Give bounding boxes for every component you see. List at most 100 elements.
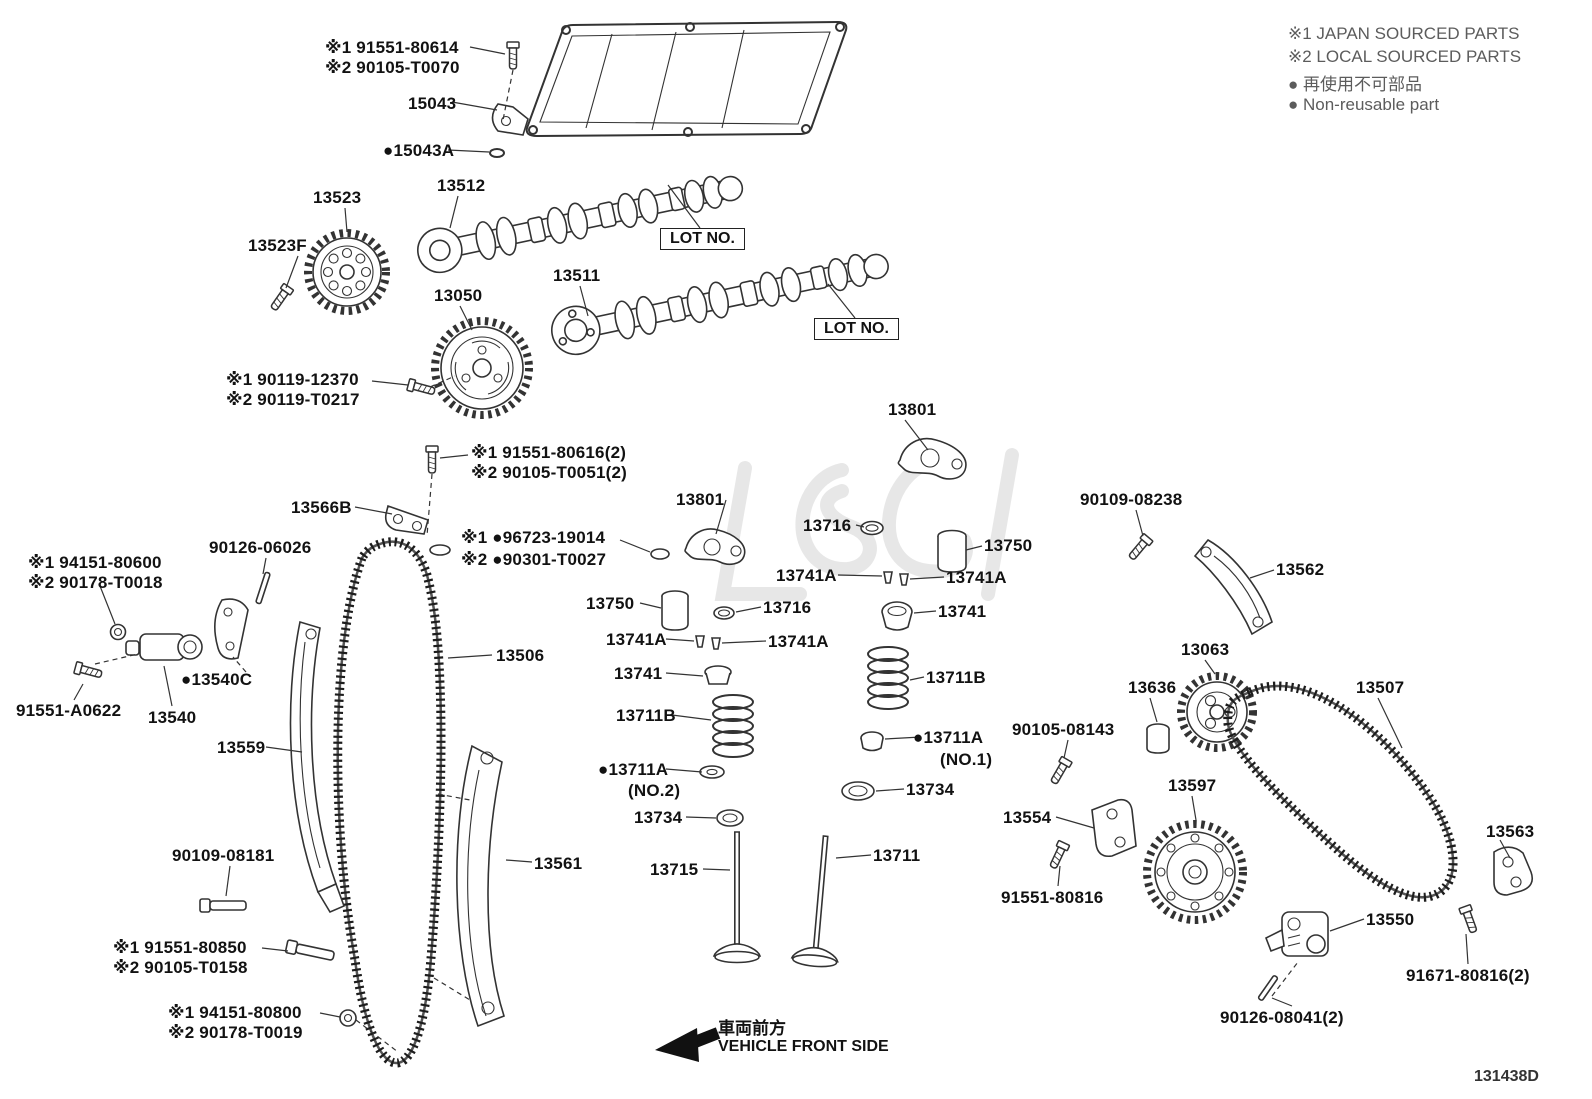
stud-90126-08041 — [1257, 975, 1279, 1001]
part-label: (NO.1) — [940, 750, 993, 769]
part-label: 90109-08181 — [172, 846, 275, 865]
leader-lines — [73, 46, 1511, 1018]
stem-seal-right-13734 — [841, 781, 875, 801]
part-label: 13750 — [586, 594, 635, 613]
collar-13636 — [1146, 723, 1170, 754]
timing-chain-13506 — [333, 537, 446, 1068]
valve-lifter-left-13750 — [661, 590, 689, 631]
lot-no-box-1: LOT NO. — [660, 228, 745, 250]
part-label: 13741 — [614, 664, 663, 683]
part-label: 13801 — [888, 400, 937, 419]
lot-no-box-2: LOT NO. — [814, 318, 899, 340]
part-label: ※1 90119-12370 — [226, 370, 359, 389]
chain-guide-13561 — [456, 744, 505, 1028]
shim-right-13716 — [860, 520, 884, 536]
part-label: ●13540C — [181, 670, 253, 689]
gasket-end-bracket — [491, 103, 529, 136]
shim-left-13716 — [713, 606, 735, 620]
part-label: 13711B — [926, 668, 986, 687]
seal-washer-15043A — [489, 148, 505, 158]
part-label: 90105-08143 — [1012, 720, 1115, 739]
camshaft-13512 — [417, 175, 744, 274]
valve-13711 — [790, 835, 839, 968]
oil-pump-chain-13507 — [1223, 681, 1458, 902]
part-label: 91551-A0622 — [16, 701, 122, 720]
vvt-bolt-90119 — [406, 377, 437, 398]
part-label: (NO.2) — [628, 781, 681, 800]
valve-keepers-right-13741A — [883, 571, 909, 586]
spring-retainer-right-13741 — [881, 601, 913, 631]
chain-guide-13559 — [289, 620, 346, 914]
spring-seat-right-13711A — [860, 731, 884, 752]
part-label: 13801 — [676, 490, 725, 509]
front-side-label-jp: 車両前方 — [718, 1019, 786, 1038]
part-label: 13063 — [1181, 640, 1230, 659]
part-label: 13741A — [768, 632, 829, 651]
part-label: 13711 — [873, 846, 921, 865]
bracket-13566B — [384, 504, 451, 556]
part-label: 13741A — [776, 566, 837, 585]
part-label: 15043 — [408, 94, 457, 113]
part-label: ※2 90105-T0051(2) — [471, 463, 628, 482]
valve-keepers-left-13741A — [695, 635, 721, 650]
part-label: 13563 — [1486, 822, 1535, 841]
bolt-91671-80816 — [1458, 903, 1481, 935]
part-label: ※2 ●90301-T0027 — [461, 550, 607, 569]
rocker-arm-left-13801 — [684, 528, 746, 566]
part-label: 13506 — [496, 646, 545, 665]
part-label: 13550 — [1366, 910, 1415, 929]
chain-guide-13562 — [1193, 538, 1273, 636]
lever-13563 — [1493, 846, 1534, 896]
bracket-13554 — [1091, 798, 1137, 858]
part-label: 13636 — [1128, 678, 1177, 697]
part-label: ※2 90178-T0019 — [168, 1023, 303, 1042]
bolt-90109-08181 — [199, 898, 247, 913]
front-side-label-en: VEHICLE FRONT SIDE — [718, 1038, 889, 1055]
part-label: 13561 — [534, 854, 583, 873]
part-label: ●13711A — [913, 728, 984, 747]
part-label: 13523F — [248, 236, 307, 255]
spring-seat-left-13711A — [699, 765, 725, 779]
cam-plug-96723 — [650, 548, 670, 560]
bolt-90105-08143 — [1047, 755, 1073, 787]
front-direction-arrow — [655, 1027, 721, 1062]
part-label: 13734 — [634, 808, 683, 827]
part-label: 13750 — [984, 536, 1033, 555]
nut-94151-80800 — [339, 1009, 357, 1027]
part-label: 13559 — [217, 738, 266, 757]
part-label: 13741A — [946, 568, 1007, 587]
part-label: 13741 — [938, 602, 987, 621]
part-label: 13562 — [1276, 560, 1325, 579]
bolt-90109-08238 — [1125, 532, 1154, 563]
bolt-91551-80850 — [284, 939, 335, 961]
tensioner-bolt-91551-A0622 — [73, 660, 104, 681]
part-label: ※1 91551-80614 — [325, 38, 459, 57]
part-label: ※1 94151-80600 — [28, 553, 162, 572]
tensioner-gasket-13540C — [214, 598, 249, 660]
part-label: 13566B — [291, 498, 352, 517]
part-label: 90109-08238 — [1080, 490, 1183, 509]
balance-gear-13063 — [1177, 672, 1257, 752]
part-label: ※2 90105-T0070 — [325, 58, 460, 77]
legend-japan-sourced: ※1 JAPAN SOURCED PARTS — [1288, 24, 1520, 43]
bolt-91551-80816 — [1046, 839, 1071, 871]
part-label: 13507 — [1356, 678, 1405, 697]
legend-local-sourced: ※2 LOCAL SOURCED PARTS — [1288, 47, 1522, 66]
stem-seal-left-13734 — [716, 809, 744, 827]
bracket-bolt-91551-80616 — [425, 445, 439, 474]
spring-retainer-left-13741 — [704, 665, 732, 685]
tensioner-nut-94151-80600 — [109, 623, 127, 641]
valve-spring-left-13711B — [712, 694, 754, 758]
valve-lifter-right-13750 — [937, 529, 967, 573]
part-label: 13597 — [1168, 776, 1217, 795]
camshaft-sprocket-13523 — [304, 229, 390, 315]
part-label: ※2 90119-T0217 — [226, 390, 360, 409]
part-label: 13540 — [148, 708, 197, 727]
valve-13715 — [712, 831, 762, 964]
diagram-code: 131438D — [1474, 1068, 1539, 1085]
watermark-logo — [714, 448, 1019, 601]
part-label: 13716 — [803, 516, 852, 535]
part-label: 13716 — [763, 598, 812, 617]
